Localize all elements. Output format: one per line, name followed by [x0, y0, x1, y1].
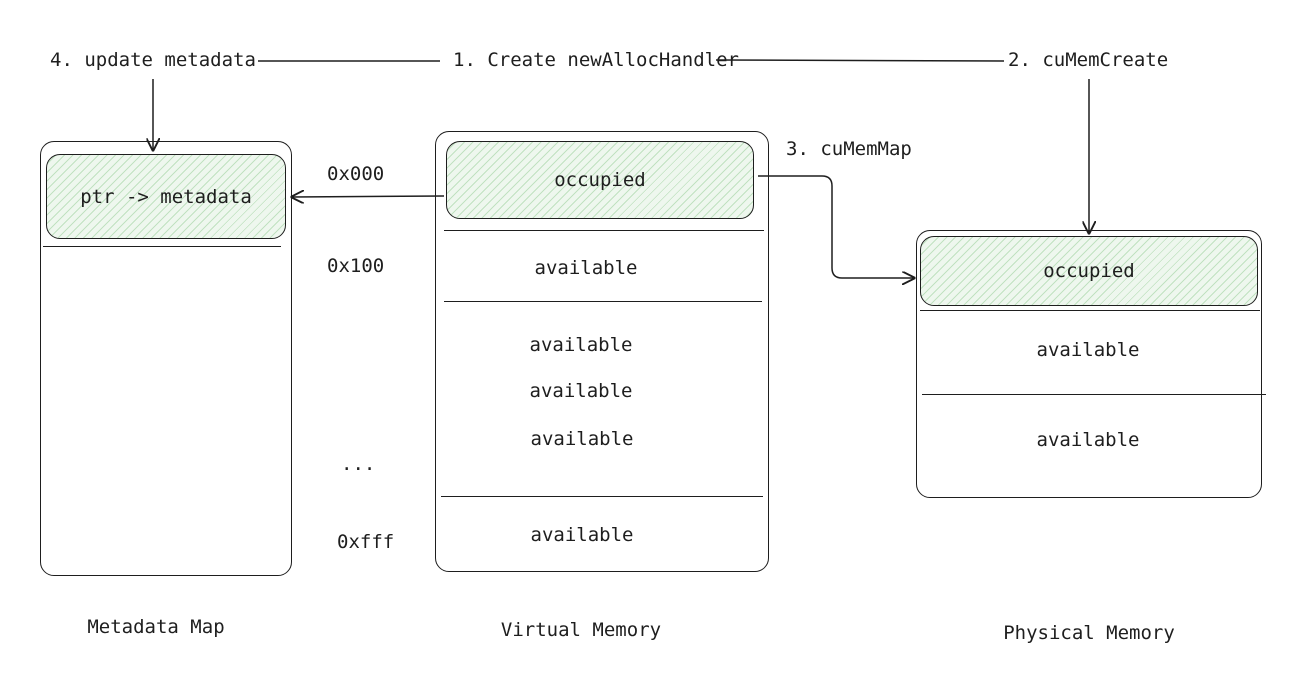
address-label-start: 0x000: [327, 163, 385, 185]
virtual-occupied-block: occupied: [446, 141, 754, 219]
address-label-end: 0xfff: [337, 531, 395, 553]
virtual-available-3: available: [529, 380, 633, 402]
virtual-available-2: available: [529, 334, 633, 356]
metadata-map-title: Metadata Map: [87, 616, 225, 638]
step-3-label: 3. cuMemMap: [786, 138, 912, 160]
physical-divider-1: [920, 310, 1260, 311]
physical-occupied-block: occupied: [920, 236, 1258, 306]
virtual-divider-3: [441, 496, 763, 497]
virtual-divider-2: [444, 301, 762, 302]
virtual-memory-title: Virtual Memory: [500, 619, 662, 641]
metadata-map-box: [40, 141, 292, 576]
step-1-label: 1. Create newAllocHandler: [453, 49, 739, 71]
physical-occupied-label: occupied: [1043, 260, 1135, 282]
steps-connector-right: [715, 59, 1005, 62]
physical-memory-box: [916, 230, 1262, 498]
arrow-cumemmap: [758, 175, 914, 278]
virtual-available-4: available: [530, 428, 634, 450]
physical-available-2: available: [1036, 429, 1140, 451]
physical-divider-2: [922, 394, 1266, 395]
virtual-divider-1: [444, 230, 764, 231]
metadata-divider: [43, 246, 281, 247]
virtual-occupied-label: occupied: [554, 169, 646, 191]
address-label-ellipsis: ...: [341, 453, 376, 475]
physical-available-1: available: [1036, 339, 1140, 361]
arrow-virtual-to-metadata: [292, 196, 445, 197]
virtual-available-5: available: [530, 524, 634, 546]
metadata-entry-label: ptr -> metadata: [80, 185, 252, 208]
virtual-memory-box: [435, 131, 769, 572]
step-4-label: 4. update metadata: [50, 49, 256, 71]
metadata-entry: ptr -> metadata: [46, 154, 286, 239]
address-label-second: 0x100: [327, 255, 385, 277]
step-2-label: 2. cuMemCreate: [1008, 49, 1169, 71]
virtual-available-1: available: [534, 257, 638, 279]
physical-memory-title: Physical Memory: [1003, 622, 1175, 644]
